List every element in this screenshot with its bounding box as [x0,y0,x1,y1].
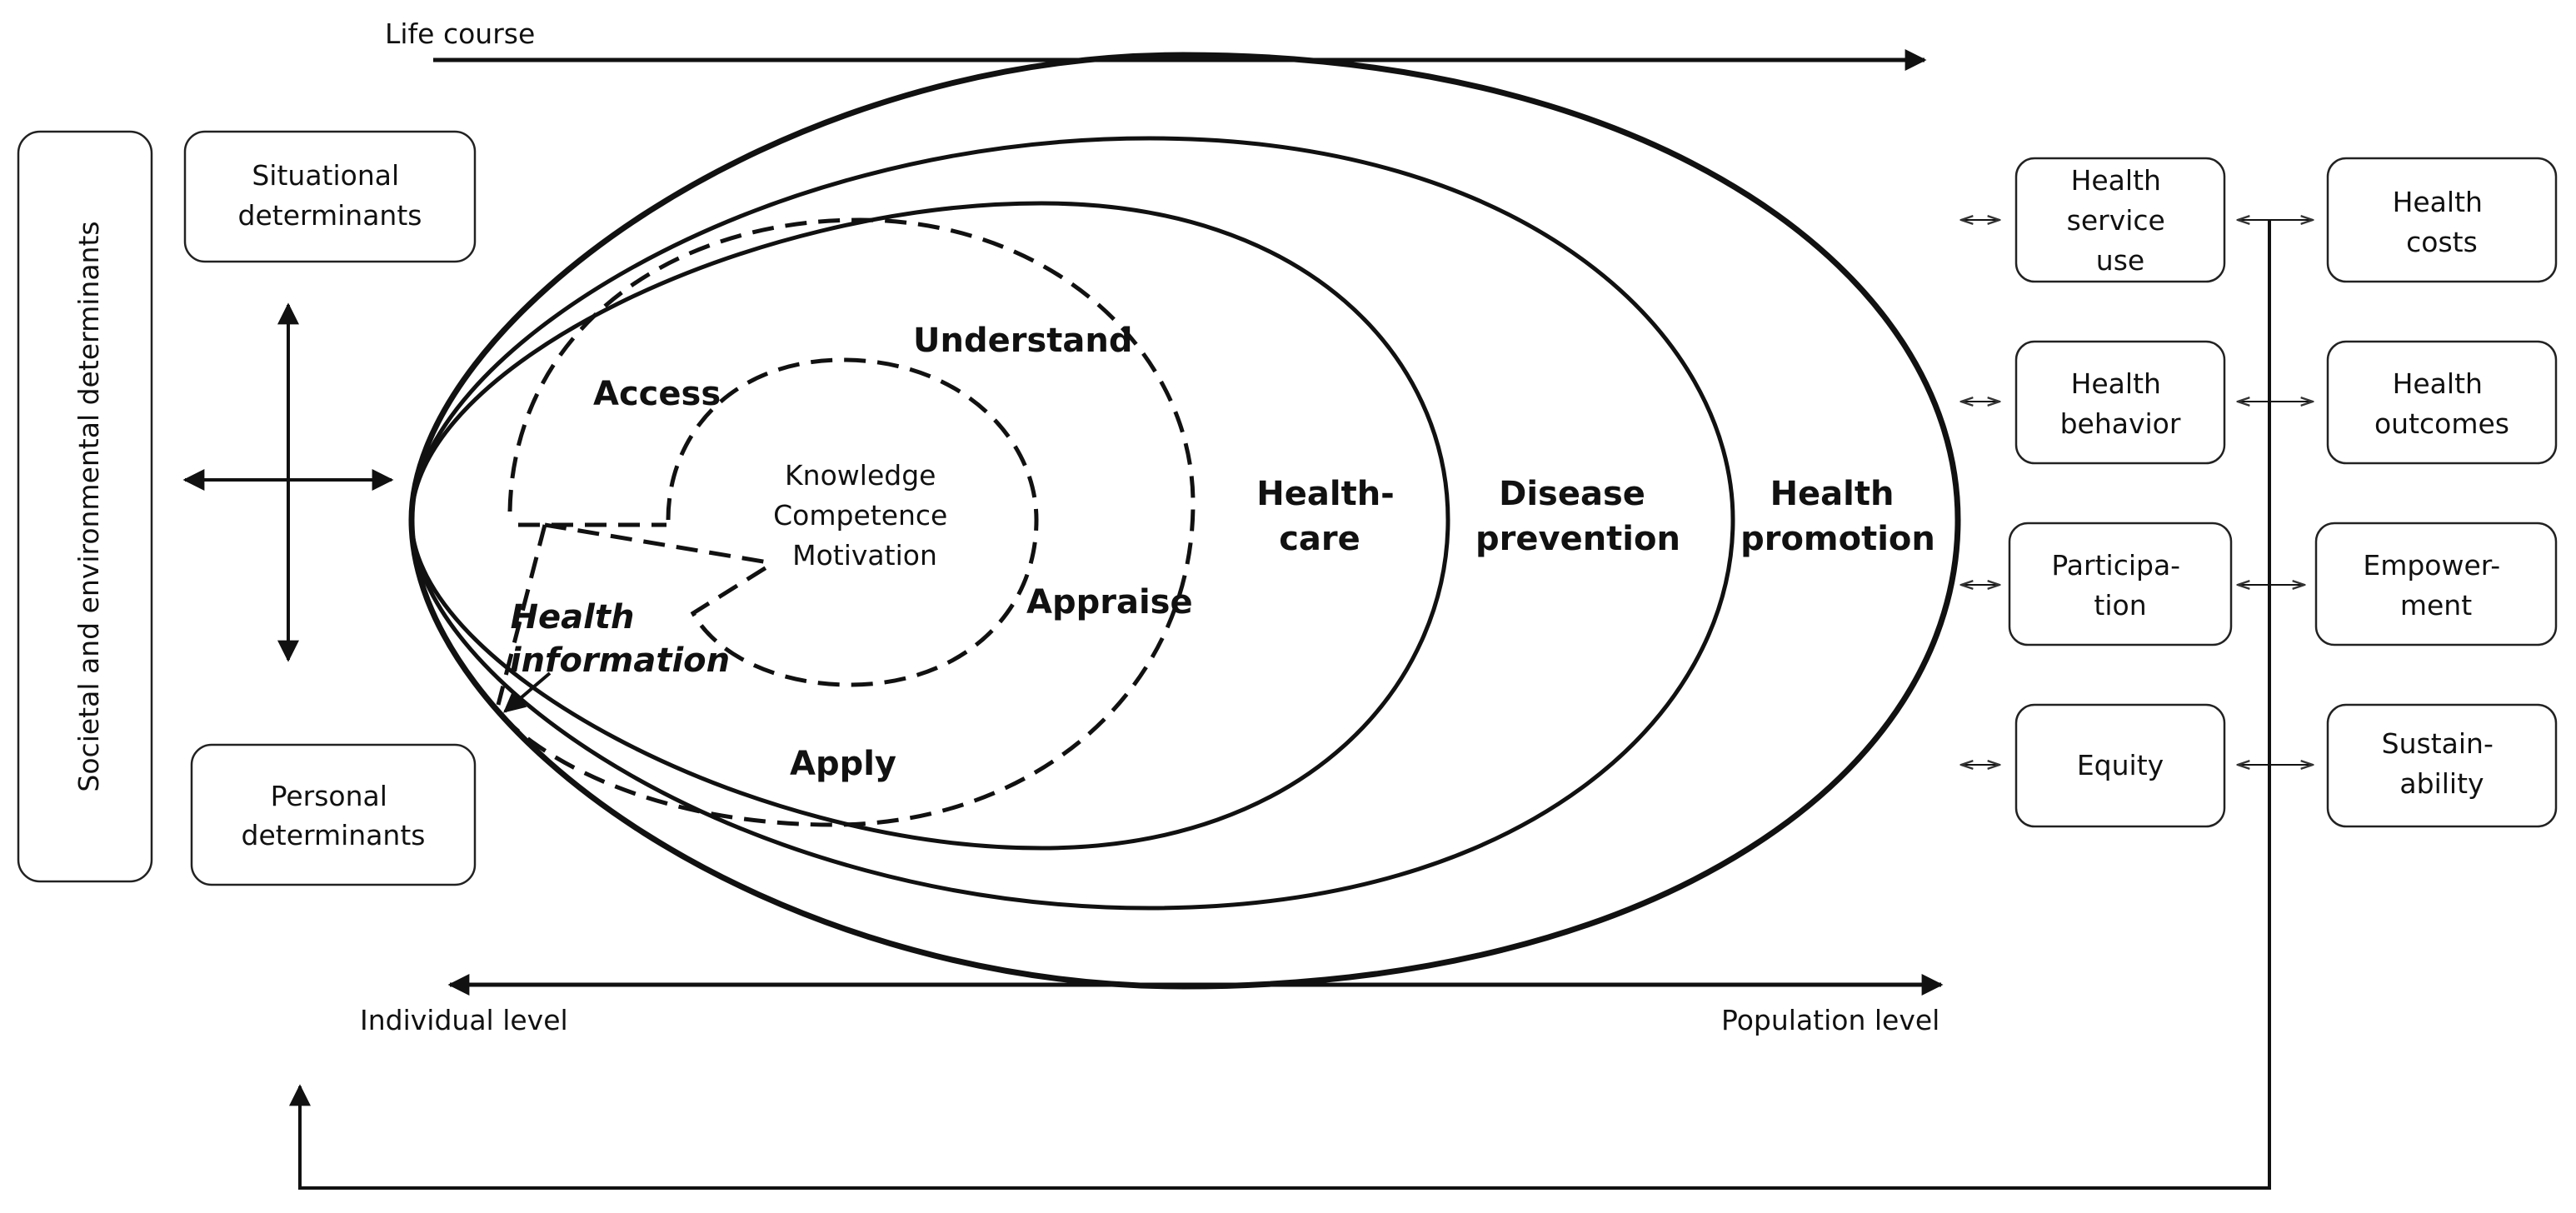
access-label: Access [593,375,721,413]
outcome-box-empowerment [2314,522,2558,646]
health-promotion-label: Health promotion [1740,475,1935,558]
appraise-label: Appraise [1026,583,1193,621]
outcome-box-participation [2008,522,2233,646]
situational-determinants-label: Situational determinants [238,159,422,232]
outcome-box-health-behavior [2014,340,2226,465]
outcome-box-health-costs [2326,157,2558,283]
outcome-label-participation: Participa- tion [2051,549,2189,621]
personal-determinants-box [190,743,477,886]
disease-prevention-label: Disease prevention [1475,475,1680,558]
outcome-box-health-service-use [2014,157,2226,283]
health-information-dashed-stem [496,524,547,706]
understand-label: Understand [913,322,1132,360]
outcome-label-health-service-use: Health service use [2067,164,2174,277]
inner-core-label: Knowledge Competence Motivation [773,459,956,572]
apply-label: Apply [790,745,896,783]
outcome-label-health-costs: Health costs [2393,186,2492,258]
population-level-label: Population level [1721,1004,1939,1036]
health-information-label: Health information [510,598,730,680]
situational-determinants-box [183,130,477,263]
outcome-box-sustainability [2326,703,2558,828]
societal-determinants-box [17,130,153,883]
outcome-label-sustainability: Sustain- ability [2382,727,2503,800]
life-course-label: Life course [385,17,535,50]
health-promotion-ellipse [408,52,1961,990]
inner-dashed-circle [666,357,1039,687]
health-information-dashed-circle [490,217,1196,827]
outcome-label-health-outcomes: Health outcomes [2374,367,2509,440]
health-information-arrow [503,671,552,713]
outcome-box-health-outcomes [2326,340,2558,465]
feedback-loop-arrow [289,220,2271,1190]
outcome-label-health-behavior: Health behavior [2060,367,2181,440]
outcome-label-empowerment: Empower- ment [2363,549,2509,621]
individual-level-label: Individual level [360,1004,568,1036]
outcome-label-equity: Equity [2077,749,2164,781]
societal-determinants-label: Societal and environmental determinants [72,221,105,791]
disease-prevention-ellipse [409,136,1735,911]
healthcare-ellipse [409,201,1450,851]
personal-determinants-label: Personal determinants [242,780,426,851]
health-information-dashed-lines [518,522,774,566]
outcome-box-equity [2014,703,2226,828]
healthcare-label: Health- care [1256,475,1405,558]
